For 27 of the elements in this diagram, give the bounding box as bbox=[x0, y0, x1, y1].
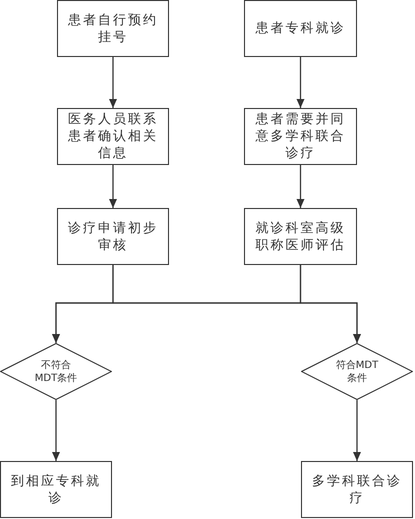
arrow bbox=[296, 57, 304, 108]
arrow bbox=[109, 57, 117, 108]
node-text: 符合MDT条件 bbox=[334, 358, 380, 384]
process-box bbox=[244, 208, 357, 265]
node-text: 患者自行预约挂号 bbox=[67, 12, 159, 46]
process-box bbox=[57, 208, 169, 265]
arrow bbox=[109, 165, 117, 208]
process-box bbox=[301, 461, 413, 518]
node-text: 多学科联合诊疗 bbox=[311, 472, 403, 506]
process-box bbox=[244, 108, 357, 165]
node-text: 就诊科室高级职称医师评估 bbox=[254, 220, 346, 254]
decision-diamond bbox=[301, 343, 413, 400]
node-text: 患者专科就诊 bbox=[254, 20, 346, 37]
process-box bbox=[0, 461, 112, 518]
decision-diamond bbox=[0, 343, 112, 400]
process-box bbox=[57, 0, 169, 57]
process-box bbox=[244, 0, 357, 57]
arrow bbox=[353, 400, 361, 461]
node-text: 医务人员联系患者确认相关信息 bbox=[67, 111, 159, 162]
node-text: 不符合MDT条件 bbox=[34, 358, 78, 384]
node-text: 患者需要并同意多学科联合诊疗 bbox=[254, 111, 346, 162]
process-box bbox=[57, 108, 169, 165]
arrow bbox=[52, 400, 60, 461]
arrow bbox=[300, 265, 361, 343]
node-text: 诊疗申请初步审核 bbox=[67, 220, 159, 254]
arrow bbox=[296, 165, 304, 208]
node-text: 到相应专科就诊 bbox=[10, 472, 102, 506]
